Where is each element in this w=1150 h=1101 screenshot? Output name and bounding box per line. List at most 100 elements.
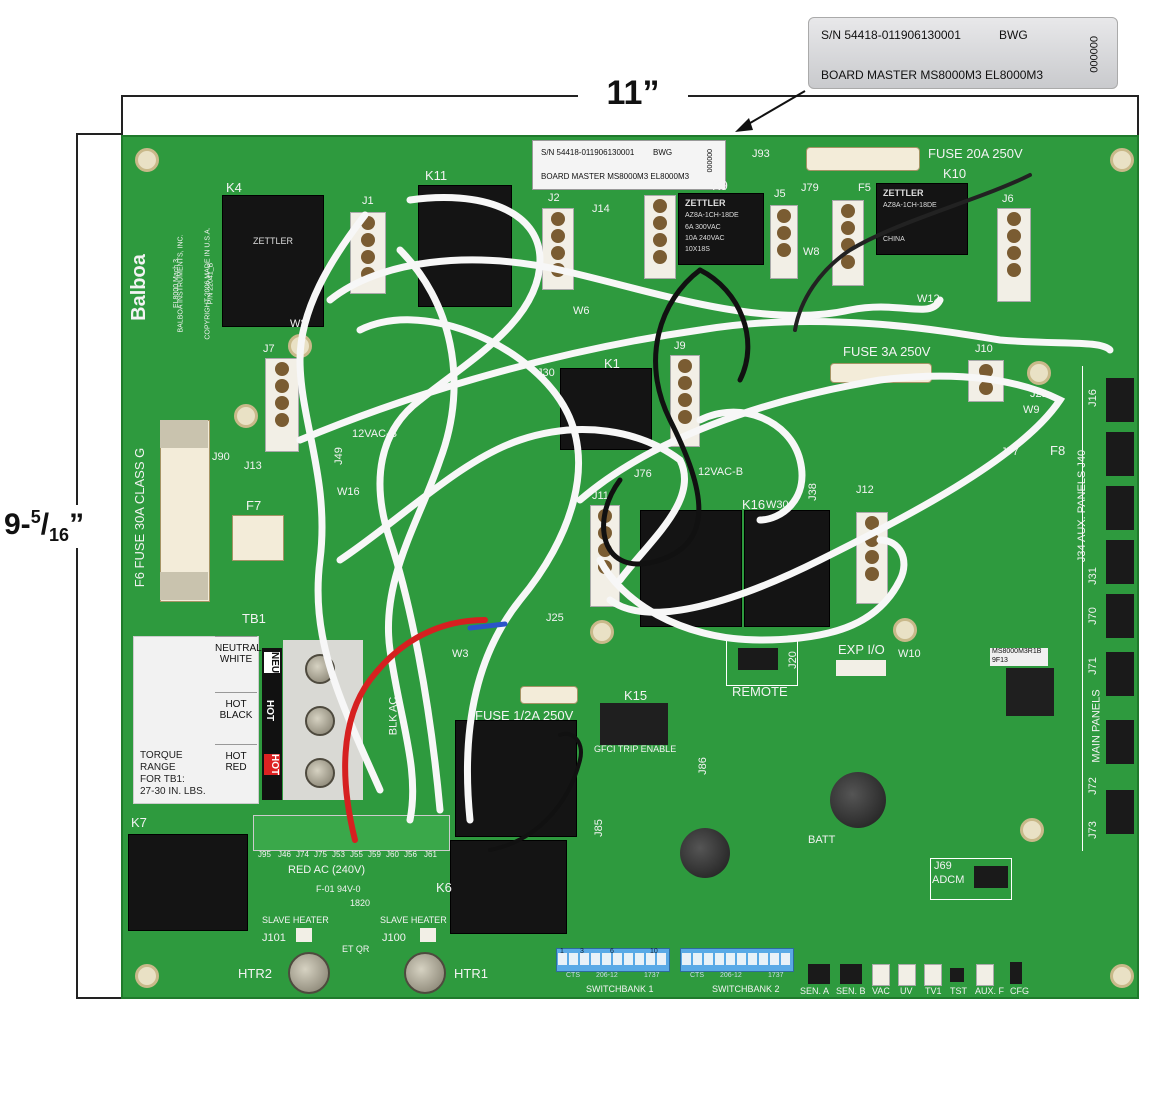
- relay-k7-label: K7: [131, 815, 147, 830]
- fuse-f7: [232, 515, 284, 561]
- relay-k11-label: K11: [425, 168, 448, 183]
- mounting-hole: [1020, 818, 1044, 842]
- connector-j101: [296, 928, 312, 942]
- relay-k4: ZETTLER: [222, 195, 324, 327]
- batt-label: BATT: [808, 834, 836, 846]
- connector-j16: [1106, 378, 1134, 422]
- chip-sticker: MS8000M3R1B 9F13: [990, 648, 1048, 666]
- adcm-block: [930, 858, 1012, 900]
- connector-j4: [832, 200, 864, 286]
- wire-white: [596, 536, 908, 644]
- connector-j73: [1106, 790, 1134, 834]
- height-dimension-tick-top: [76, 133, 121, 135]
- relay-k6: [450, 840, 567, 934]
- wire-white: [296, 211, 384, 794]
- fuse-30a-cap-top: [160, 420, 208, 448]
- fuse-30a-cap-bottom: [160, 572, 208, 600]
- relay-k9: ZETTLER AZ8A-1CH-18DE 6A 300VAC 10A 240V…: [678, 193, 764, 265]
- et-qr-label: ET QR: [342, 944, 370, 954]
- switchbank-1-label: SWITCHBANK 1: [586, 984, 654, 994]
- relay-k1-label: K1: [604, 356, 620, 371]
- heater-post-htr2: [288, 952, 330, 994]
- switchbank-1[interactable]: [556, 948, 670, 972]
- mounting-hole: [1110, 964, 1134, 988]
- fuse-30a: [160, 420, 210, 602]
- switchbank-1-numbers: 1 3 6 10: [560, 948, 658, 955]
- connector-j6: [997, 208, 1031, 302]
- connector-j40: [1106, 432, 1134, 476]
- connector-tst: [950, 968, 964, 982]
- wire-white: [376, 194, 544, 814]
- terminal-screw: [305, 758, 335, 788]
- heater-post-htr1: [404, 952, 446, 994]
- relay-k5: [455, 720, 577, 837]
- connector-j31: [1106, 540, 1134, 584]
- relay-k9-label: K9: [712, 178, 728, 193]
- wire-black: [488, 731, 583, 852]
- mounting-hole: [1110, 148, 1134, 172]
- relay-k7: [128, 834, 248, 931]
- hot-strip: NEU HOT HOT: [262, 648, 282, 800]
- remote-label: REMOTE: [732, 684, 788, 699]
- connector-j14: [644, 195, 676, 279]
- j101-label: J101: [262, 932, 286, 944]
- wire-white: [336, 426, 689, 584]
- vertical-code: 000000: [705, 149, 712, 173]
- serial-number: S/N 54418-011906130001: [541, 148, 635, 157]
- connector-j70: [1106, 594, 1134, 638]
- slave-heater-label-right: SLAVE HEATER: [380, 915, 447, 925]
- fuse-20a-label: FUSE 20A 250V: [928, 146, 1023, 161]
- date-code: 1820: [350, 898, 371, 908]
- side-connector-column: [1082, 366, 1139, 851]
- width-dimension-label: 11”: [578, 74, 688, 113]
- vertical-code: 000000: [1087, 36, 1099, 73]
- connector-j72: [1106, 720, 1134, 764]
- mounting-hole: [135, 148, 159, 172]
- connector-j5: [770, 205, 798, 279]
- fuse-20a: [806, 147, 920, 171]
- serial-number: S/N 54418-011906130001: [821, 28, 961, 42]
- microcontroller-chip: [1006, 668, 1054, 716]
- connector-aux-f: [976, 964, 994, 986]
- connector-j71: [1106, 652, 1134, 696]
- fuse-half-amp-label: FUSE 1/2A 250V: [475, 708, 574, 723]
- relay-k15: [600, 703, 668, 745]
- htr1-label: HTR1: [454, 966, 488, 981]
- relay-k4-label: K4: [226, 180, 242, 195]
- red-ac-label: RED AC (240V): [288, 864, 366, 876]
- relay-k6-label: K6: [436, 880, 452, 895]
- cert-label: F-01 94V-0: [316, 884, 361, 894]
- mounting-hole: [1027, 361, 1051, 385]
- terminal-table: NEUTRAL WHITE HOT BLACK HOT RED: [215, 636, 262, 803]
- height-dimension-label: 9-5/16”: [4, 505, 85, 548]
- switchbank-2[interactable]: [680, 948, 794, 972]
- jumper-row-labels: J95 J46 J74 J75 J53 J55 J59 J60 J56 J61: [258, 850, 437, 859]
- connector-j100: [420, 928, 436, 942]
- connector-exp-io: [836, 660, 886, 676]
- width-dimension-tick-left: [121, 95, 123, 135]
- relay-k16b: [744, 510, 830, 627]
- serial-code: BWG: [653, 148, 673, 157]
- connector-j69: [974, 866, 1008, 888]
- wire-black: [793, 173, 1032, 332]
- relay-k10-label: K10: [943, 166, 967, 181]
- htr2-label: HTR2: [238, 966, 272, 981]
- connector-sen-b: [840, 964, 862, 984]
- battery: [830, 772, 886, 828]
- pointer-arrow-icon: [735, 90, 806, 132]
- height-dimension-tick-bottom: [76, 997, 121, 999]
- wire-white: [326, 256, 944, 319]
- relay-k15-label: K15: [624, 688, 648, 703]
- serial-sticker-enlarged: S/N 54418-011906130001 BWG BOARD MASTER …: [808, 17, 1118, 89]
- connector-uv: [898, 964, 916, 986]
- slave-heater-label-left: SLAVE HEATER: [262, 915, 329, 925]
- connector-j20: [738, 648, 778, 670]
- relay-k16-label: K16: [742, 497, 766, 512]
- fuse-half-amp: [520, 686, 578, 704]
- wire-white: [696, 408, 806, 524]
- tb1-label: TB1: [242, 611, 266, 626]
- serial-sticker-board: S/N 54418-011906130001 BWG BOARD MASTER …: [532, 140, 726, 190]
- terminal-screw: [305, 706, 335, 736]
- wire-blue: [467, 621, 508, 631]
